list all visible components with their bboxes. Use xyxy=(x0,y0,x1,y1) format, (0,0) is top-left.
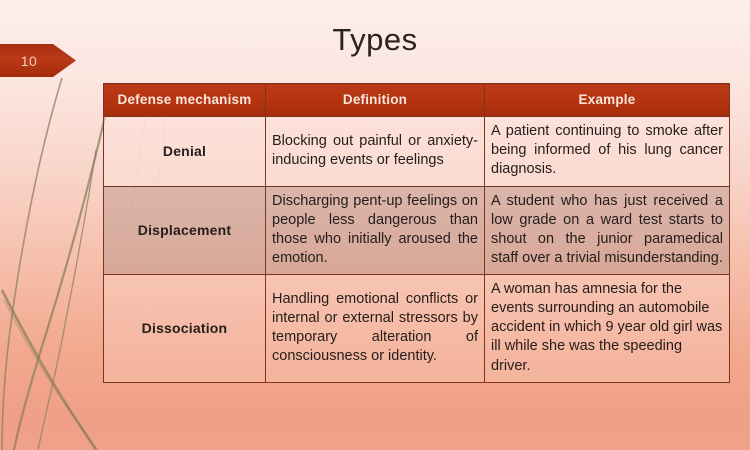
table-row: Displacement Discharging pent-up feeling… xyxy=(103,185,730,276)
cell-definition: Discharging pent-up feelings on people l… xyxy=(265,185,485,276)
table-body: Denial Blocking out painful or anxiety-i… xyxy=(103,116,730,383)
cell-term: Denial xyxy=(103,116,266,187)
table-row: Denial Blocking out painful or anxiety-i… xyxy=(103,116,730,187)
cell-term: Dissociation xyxy=(103,274,266,383)
cell-example: A patient continuing to smoke after bein… xyxy=(484,116,730,187)
table-row: Dissociation Handling emotional conflict… xyxy=(103,274,730,383)
cell-example: A student who has just received a low gr… xyxy=(484,185,730,276)
column-header-example: Example xyxy=(484,82,730,118)
page-title: Types xyxy=(332,22,418,57)
defense-mechanisms-table-wrapper: Defense mechanism Definition Example Den… xyxy=(103,82,730,383)
table-header-row: Defense mechanism Definition Example xyxy=(103,82,730,118)
column-header-definition: Definition xyxy=(265,82,485,118)
cell-definition: Blocking out painful or anxiety-inducing… xyxy=(265,116,485,187)
defense-mechanisms-table: Defense mechanism Definition Example Den… xyxy=(103,82,730,383)
table-header: Defense mechanism Definition Example xyxy=(103,82,730,118)
cell-example: A woman has amnesia for the events surro… xyxy=(484,274,730,383)
column-header-defense-mechanism: Defense mechanism xyxy=(103,82,266,118)
cell-term: Displacement xyxy=(103,185,266,276)
slide-number: 10 xyxy=(20,52,38,69)
cell-definition: Handling emotional conflicts or internal… xyxy=(265,274,485,383)
